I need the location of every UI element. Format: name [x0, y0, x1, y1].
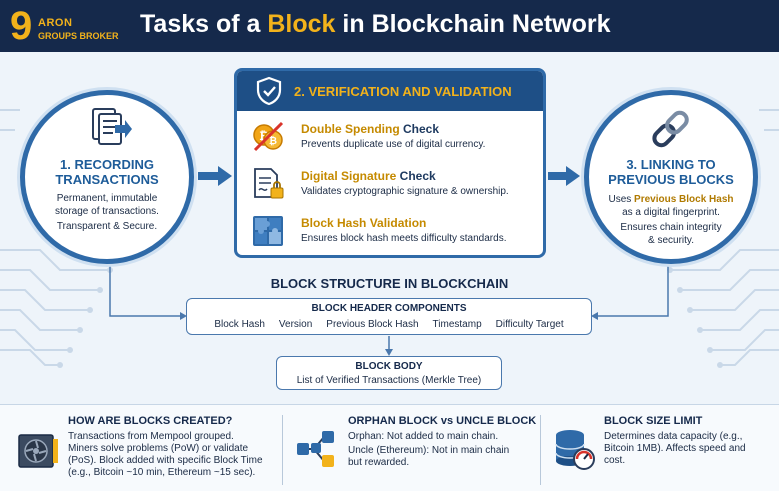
verification-title: 2. VERIFICATION AND VALIDATION — [294, 84, 512, 99]
divider — [282, 415, 283, 485]
block-structure-title: BLOCK STRUCTURE IN BLOCKCHAIN — [270, 276, 509, 291]
recording-title-line1: 1. RECORDING — [60, 157, 154, 172]
block-body-box: BLOCK BODY List of Verified Transactions… — [276, 356, 502, 390]
blocks-created-line3: (PoS). Block added with specific Block T… — [68, 455, 263, 466]
linking-desc-line2: as a digital fingerprint. — [622, 207, 720, 218]
block-header-title: BLOCK HEADER COMPONENTS — [311, 303, 467, 314]
circuit-background — [0, 109, 779, 368]
block-size-line2: Bitcoin 1MB). Affects speed and — [604, 443, 746, 454]
puzzle-icon — [253, 216, 283, 246]
linking-desc-line4: & security. — [648, 235, 694, 246]
block-hash-row: Block Hash Validation Ensures block hash… — [251, 214, 541, 250]
block-hash-title-hl: Block Hash Validation — [301, 216, 427, 230]
block-size-title: BLOCK SIZE LIMIT — [604, 415, 703, 427]
block-header-box: BLOCK HEADER COMPONENTS Block Hash Versi… — [186, 298, 592, 335]
digital-signature-title-hl: Digital Signature — [301, 169, 397, 183]
database-gauge-icon — [555, 430, 595, 470]
shield-check-icon — [256, 76, 282, 106]
title-highlight: Block — [267, 10, 336, 38]
blocks-created-line1: Transactions from Mempool grouped. — [68, 431, 234, 442]
double-spending-title: Double Spending Check — [301, 122, 439, 136]
divider — [540, 415, 541, 485]
logo-digit: 9 — [10, 4, 33, 48]
header-item: Previous Block Hash — [326, 319, 419, 330]
block-body-subtitle: List of Verified Transactions (Merkle Tr… — [296, 375, 482, 386]
bitcoin-crossed-icon: ₿ ₿ — [253, 121, 284, 152]
title-pre: Tasks of a — [140, 10, 268, 38]
verification-panel: 2. VERIFICATION AND VALIDATION ₿ ₿ Doubl… — [234, 68, 546, 258]
linking-blocks-circle: 3. LINKING TO PREVIOUS BLOCKS Uses Previ… — [584, 90, 758, 264]
info-strip: HOW ARE BLOCKS CREATED? Transactions fro… — [0, 404, 779, 491]
blocks-created-title: HOW ARE BLOCKS CREATED? — [68, 415, 233, 427]
block-hash-title: Block Hash Validation — [301, 216, 426, 230]
signed-document-lock-icon — [254, 168, 284, 199]
linking-desc-line3: Ensures chain integrity — [620, 222, 722, 233]
block-size-line1: Determines data capacity (e.g., — [604, 431, 743, 442]
digital-signature-title-rest: Check — [396, 169, 436, 183]
svg-text:₿: ₿ — [269, 135, 277, 147]
recording-title-line2: TRANSACTIONS — [55, 172, 159, 187]
linking-desc-line1b: Previous Block Hash — [634, 194, 734, 205]
block-hash-desc: Ensures block hash meets difficulty stan… — [301, 233, 507, 244]
orphan-uncle-title: ORPHAN BLOCK vs UNCLE BLOCK — [348, 415, 537, 427]
header-item: Timestamp — [432, 319, 482, 330]
header-bar: 9 ARON GROUPS BROKER Tasks of a Block in… — [0, 0, 779, 52]
linking-title-line2: PREVIOUS BLOCKS — [608, 172, 734, 187]
chain-link-icon — [652, 110, 689, 148]
blocks-created-line2: Miners solve problems (PoW) or validate — [68, 443, 249, 454]
uncle-line: Uncle (Ethereum): Not in main chain — [348, 445, 510, 456]
digital-signature-row: Digital Signature Check Validates crypto… — [251, 167, 541, 203]
digital-signature-title: Digital Signature Check — [301, 169, 436, 183]
header-item: Block Hash — [214, 319, 265, 330]
double-spending-desc: Prevents duplicate use of digital curren… — [301, 139, 486, 150]
verification-header: 2. VERIFICATION AND VALIDATION — [237, 71, 543, 111]
brand-logo: 9 ARON GROUPS BROKER — [10, 4, 119, 48]
orphan-line: Orphan: Not added to main chain. — [348, 431, 499, 442]
title-post: in Blockchain Network — [335, 10, 611, 38]
header-item: Version — [278, 319, 313, 330]
logo-line2: GROUPS BROKER — [38, 31, 119, 41]
block-body-title: BLOCK BODY — [355, 361, 423, 372]
double-spending-title-rest: Check — [399, 122, 440, 136]
recording-desc-line2: storage of transactions. — [55, 206, 159, 217]
digital-signature-desc: Validates cryptographic signature & owne… — [301, 186, 509, 197]
blocks-created-line4: (e.g., Bitcoin ~10 min, Ethereum ~15 sec… — [68, 467, 256, 478]
recording-transactions-circle: 1. RECORDING TRANSACTIONS Permanent, imm… — [20, 90, 194, 264]
recording-desc-line1: Permanent, immutable — [56, 193, 158, 204]
mining-rig-icon — [18, 434, 58, 468]
double-spending-title-hl: Double Spending — [301, 122, 400, 136]
page-title: Tasks of a Block in Blockchain Network — [140, 10, 611, 39]
recording-desc-line3: Transparent & Secure. — [56, 221, 158, 232]
header-item: Difficulty Target — [495, 319, 564, 330]
linking-desc-line1: Uses Previous Block Hash — [597, 193, 745, 206]
block-branch-icon — [297, 431, 334, 467]
logo-line1: ARON — [38, 17, 73, 29]
linking-desc-line1a: Uses — [608, 194, 635, 205]
document-transfer-icon — [92, 108, 132, 145]
block-size-line3: cost. — [604, 455, 626, 466]
linking-title-line1: 3. LINKING TO — [626, 157, 716, 172]
block-header-items: Block Hash Version Previous Block Hash T… — [187, 319, 591, 330]
uncle-line2: but rewarded. — [348, 457, 410, 468]
double-spending-row: ₿ ₿ Double Spending Check Prevents dupli… — [251, 120, 541, 156]
